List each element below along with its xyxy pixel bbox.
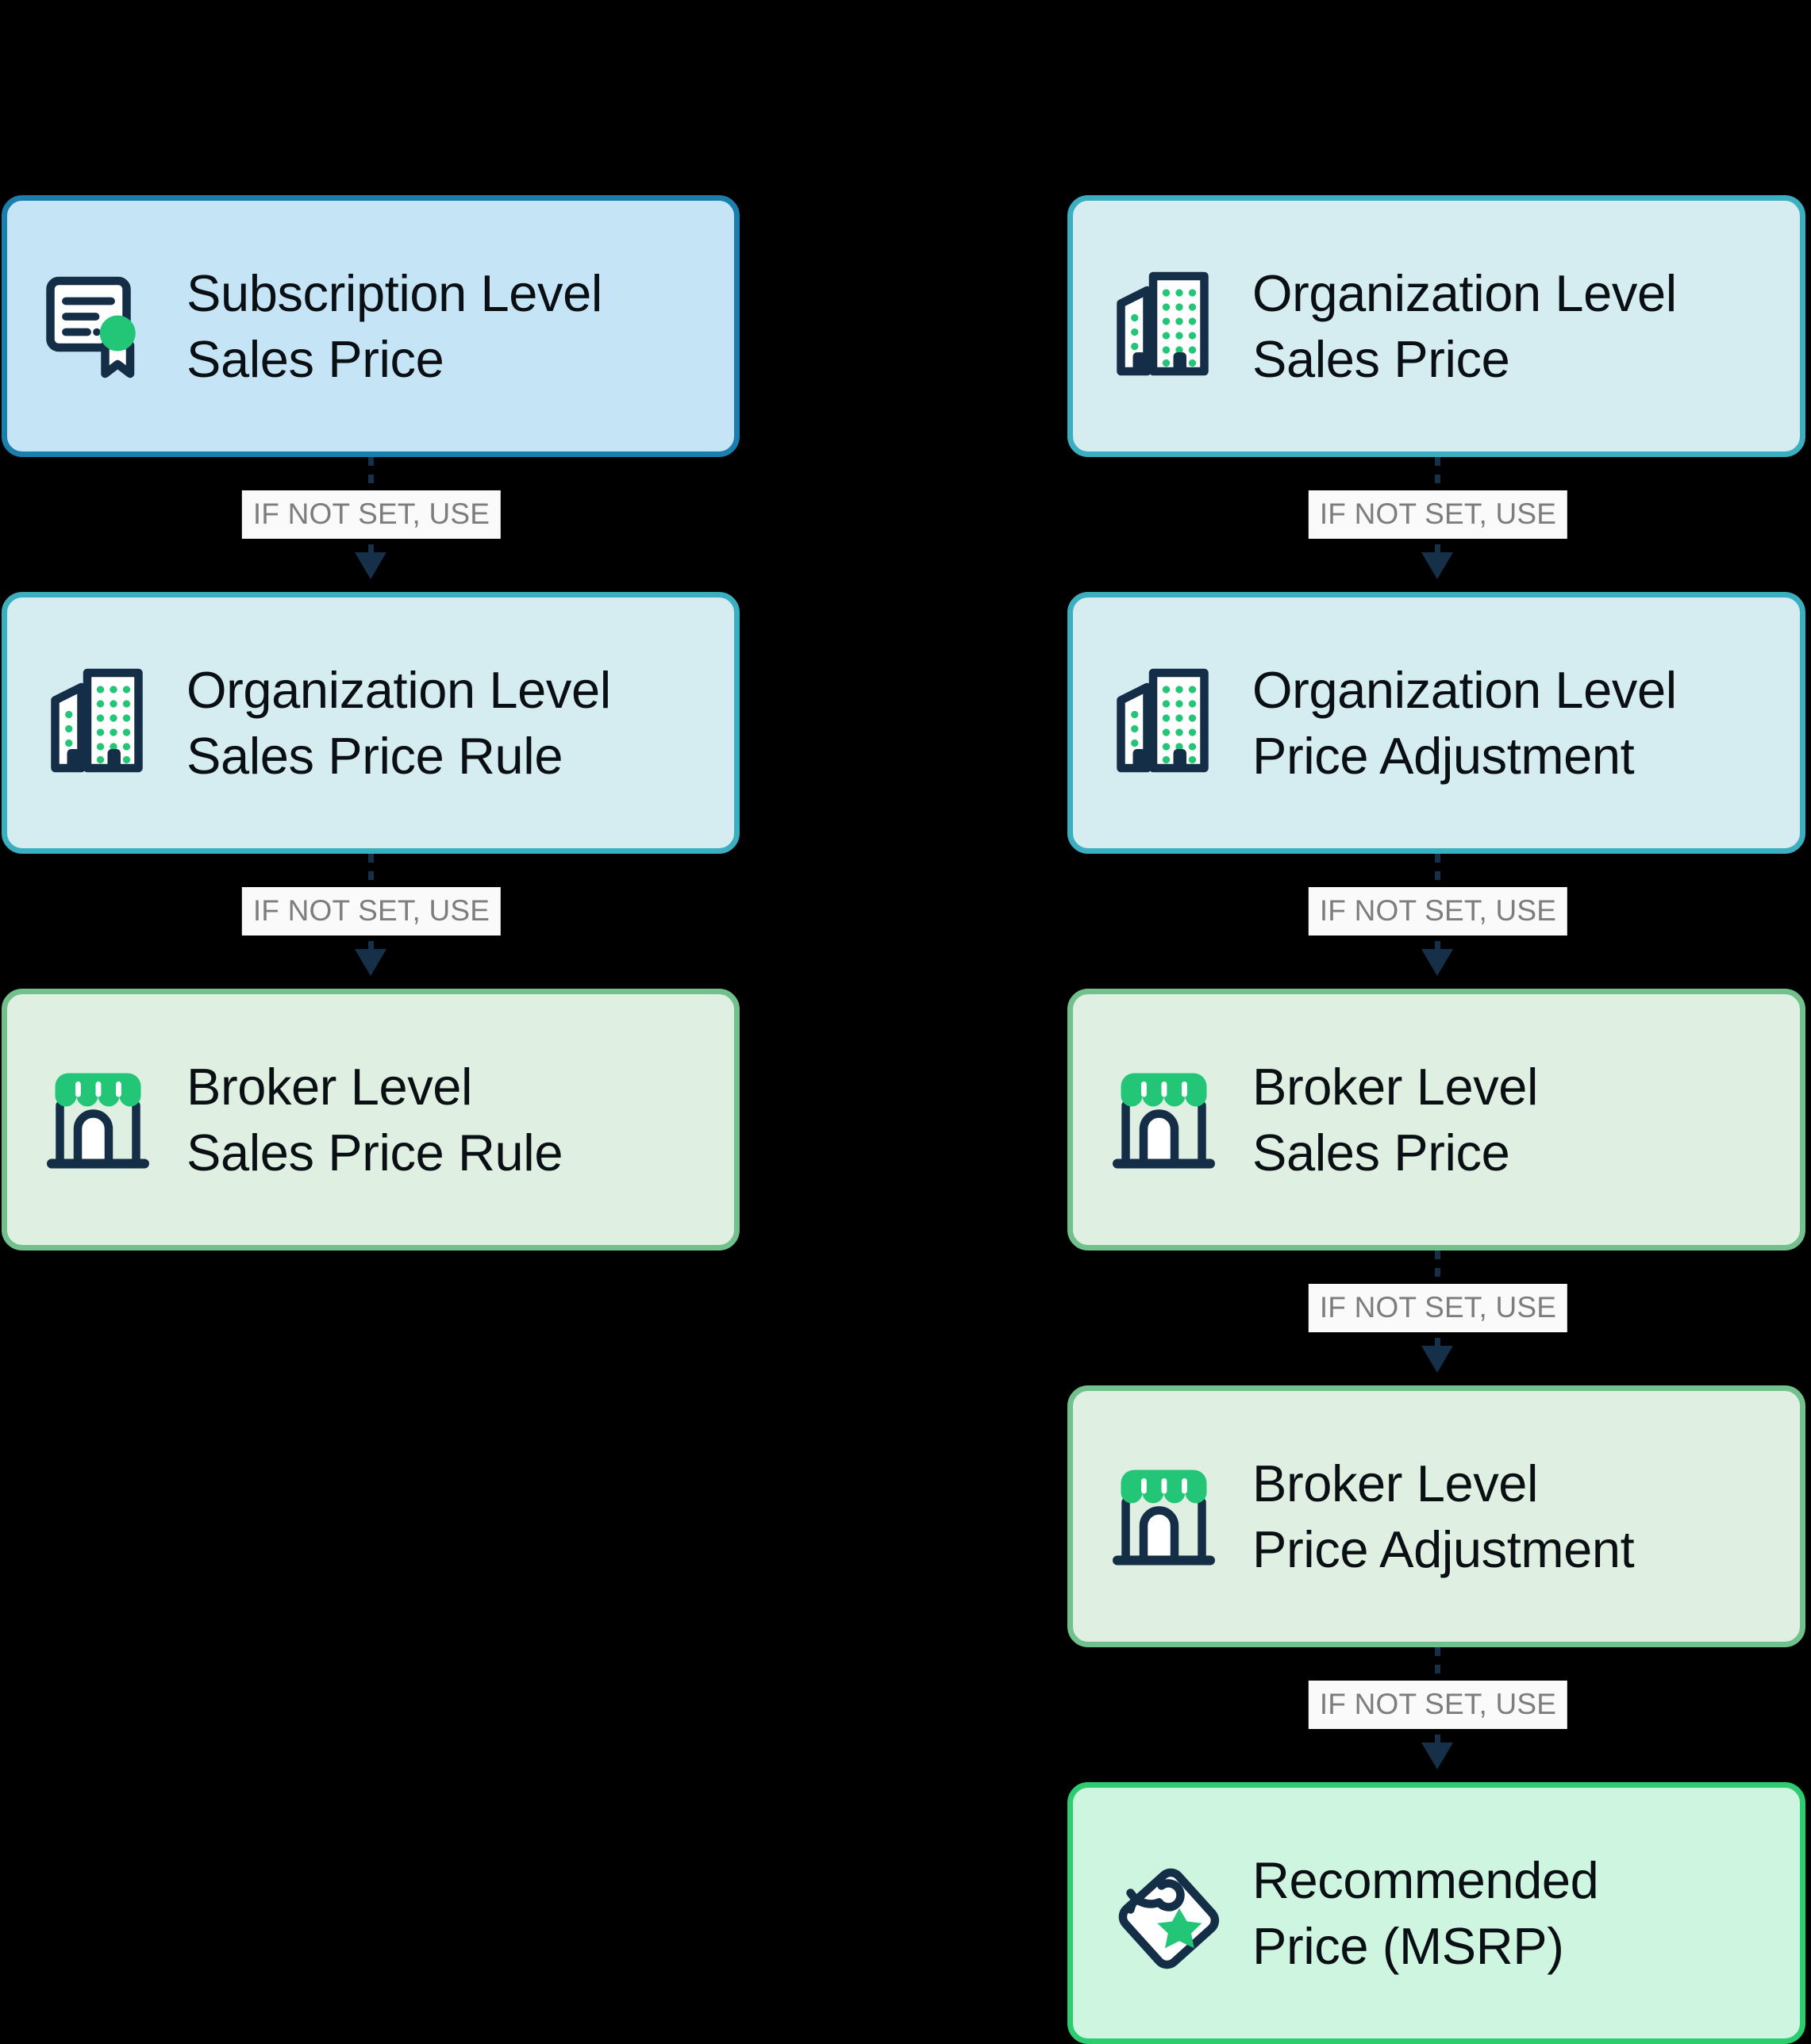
- node-label: Organization Level Sales Price Rule: [186, 660, 611, 785]
- arrowhead-icon: [1421, 949, 1453, 976]
- edge-label: IF NOT SET, USE: [1308, 887, 1568, 936]
- buildings-icon: [1100, 655, 1235, 790]
- node-label: Organization Level Price Adjustment: [1252, 660, 1677, 785]
- arrowhead-icon: [1421, 1742, 1453, 1769]
- arrowhead-icon: [1421, 552, 1453, 579]
- node-label: Recommended Price (MSRP): [1252, 1850, 1599, 1975]
- edge-label: IF NOT SET, USE: [241, 887, 502, 936]
- node-organization-level-sales-price[interactable]: Organization Level Sales Price: [1067, 195, 1805, 457]
- price-tag-icon: [1100, 1846, 1235, 1981]
- storefront-icon: [1100, 1052, 1235, 1187]
- node-broker-level-sales-price[interactable]: Broker Level Sales Price: [1067, 989, 1805, 1251]
- node-organization-level-sales-price-rule[interactable]: Organization Level Sales Price Rule: [2, 592, 740, 854]
- node-recommended-price-msrp[interactable]: Recommended Price (MSRP): [1067, 1782, 1805, 2044]
- edge-label: IF NOT SET, USE: [241, 490, 502, 539]
- node-broker-level-price-adjustment[interactable]: Broker Level Price Adjustment: [1067, 1385, 1805, 1647]
- edge-label: IF NOT SET, USE: [1308, 1681, 1568, 1729]
- arrowhead-icon: [355, 552, 386, 579]
- node-organization-level-price-adjustment[interactable]: Organization Level Price Adjustment: [1067, 592, 1805, 854]
- edge-label: IF NOT SET, USE: [1308, 1284, 1568, 1332]
- storefront-icon: [34, 1052, 169, 1187]
- node-subscription-level-sales-price[interactable]: Subscription Level Sales Price: [2, 195, 740, 457]
- node-label: Organization Level Sales Price: [1252, 263, 1677, 388]
- node-label: Subscription Level Sales Price: [186, 263, 602, 388]
- storefront-icon: [1100, 1449, 1235, 1584]
- arrowhead-icon: [355, 949, 386, 976]
- node-broker-level-sales-price-rule[interactable]: Broker Level Sales Price Rule: [2, 989, 740, 1251]
- node-label: Broker Level Sales Price Rule: [186, 1057, 563, 1181]
- buildings-icon: [34, 655, 169, 790]
- buildings-icon: [1100, 259, 1235, 394]
- node-label: Broker Level Sales Price: [1252, 1057, 1539, 1181]
- node-label: Broker Level Price Adjustment: [1252, 1454, 1635, 1578]
- arrowhead-icon: [1421, 1346, 1453, 1373]
- certificate-icon: [34, 259, 169, 394]
- edge-label: IF NOT SET, USE: [1308, 490, 1568, 539]
